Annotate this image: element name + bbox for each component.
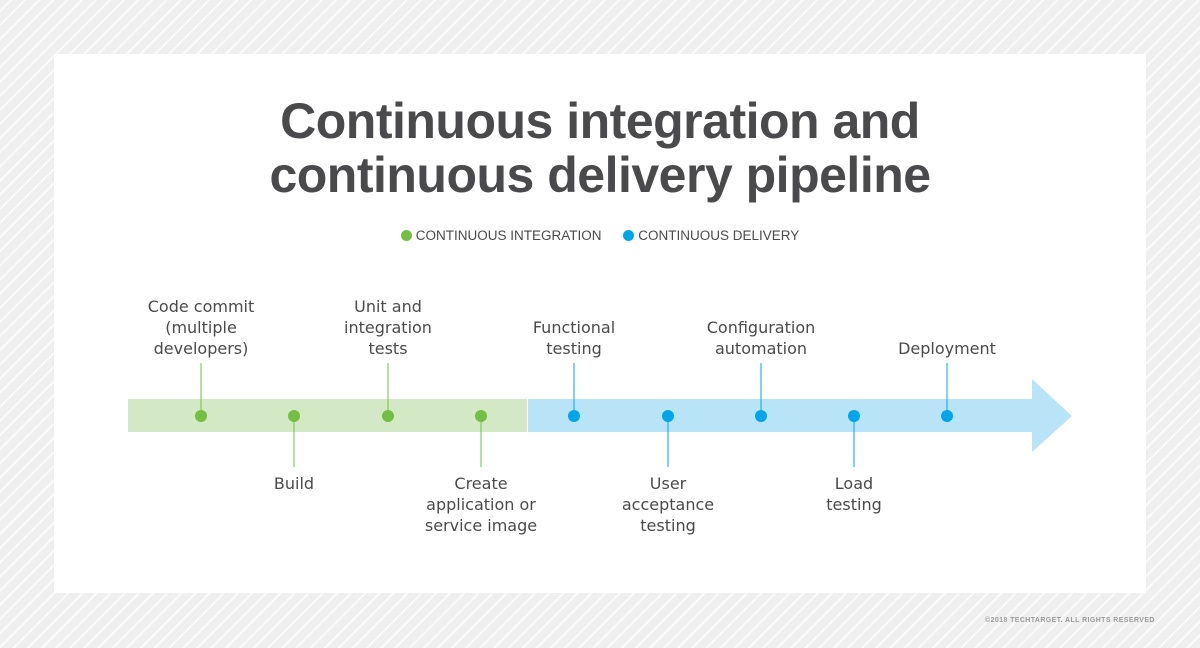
- title-line-2: continuous delivery pipeline: [269, 147, 931, 203]
- cd-arrow: [528, 379, 1072, 452]
- step-label: Load testing: [826, 474, 882, 514]
- step-dot: [662, 410, 674, 422]
- legend-item-cd: CONTINUOUS DELIVERY: [623, 228, 799, 243]
- step-dot: [288, 410, 300, 422]
- step-dot: [195, 410, 207, 422]
- legend: CONTINUOUS INTEGRATION CONTINUOUS DELIVE…: [0, 228, 1200, 243]
- step-dot: [755, 410, 767, 422]
- step-dot: [848, 410, 860, 422]
- step-label: Functional testing: [532, 318, 616, 358]
- step-dot: [568, 410, 580, 422]
- cd-dot-icon: [623, 230, 635, 241]
- ci-dot-icon: [400, 230, 412, 241]
- step-label: Create application or service image: [424, 474, 538, 535]
- step-label: Unit and integration tests: [344, 297, 432, 358]
- step-dot: [475, 410, 487, 422]
- copyright: ©2018 TECHTARGET. ALL RIGHTS RESERVED: [985, 617, 1155, 624]
- ci-bar: [128, 399, 527, 432]
- step-label: User acceptance testing: [621, 474, 715, 535]
- legend-label-cd: CONTINUOUS DELIVERY: [638, 228, 800, 243]
- diagram-card: [54, 54, 1146, 593]
- step-dot: [941, 410, 953, 422]
- diagram-title: Continuous integration and continuous de…: [0, 94, 1200, 202]
- legend-item-ci: CONTINUOUS INTEGRATION: [400, 228, 602, 243]
- title-line-1: Continuous integration and: [280, 93, 920, 149]
- step-label: Build: [273, 474, 315, 493]
- legend-label-ci: CONTINUOUS INTEGRATION: [415, 228, 602, 243]
- step-label: Configuration automation: [706, 318, 816, 358]
- step-label: Deployment: [898, 339, 996, 358]
- step-label: Code commit (multiple developers): [147, 297, 255, 358]
- step-dot: [382, 410, 394, 422]
